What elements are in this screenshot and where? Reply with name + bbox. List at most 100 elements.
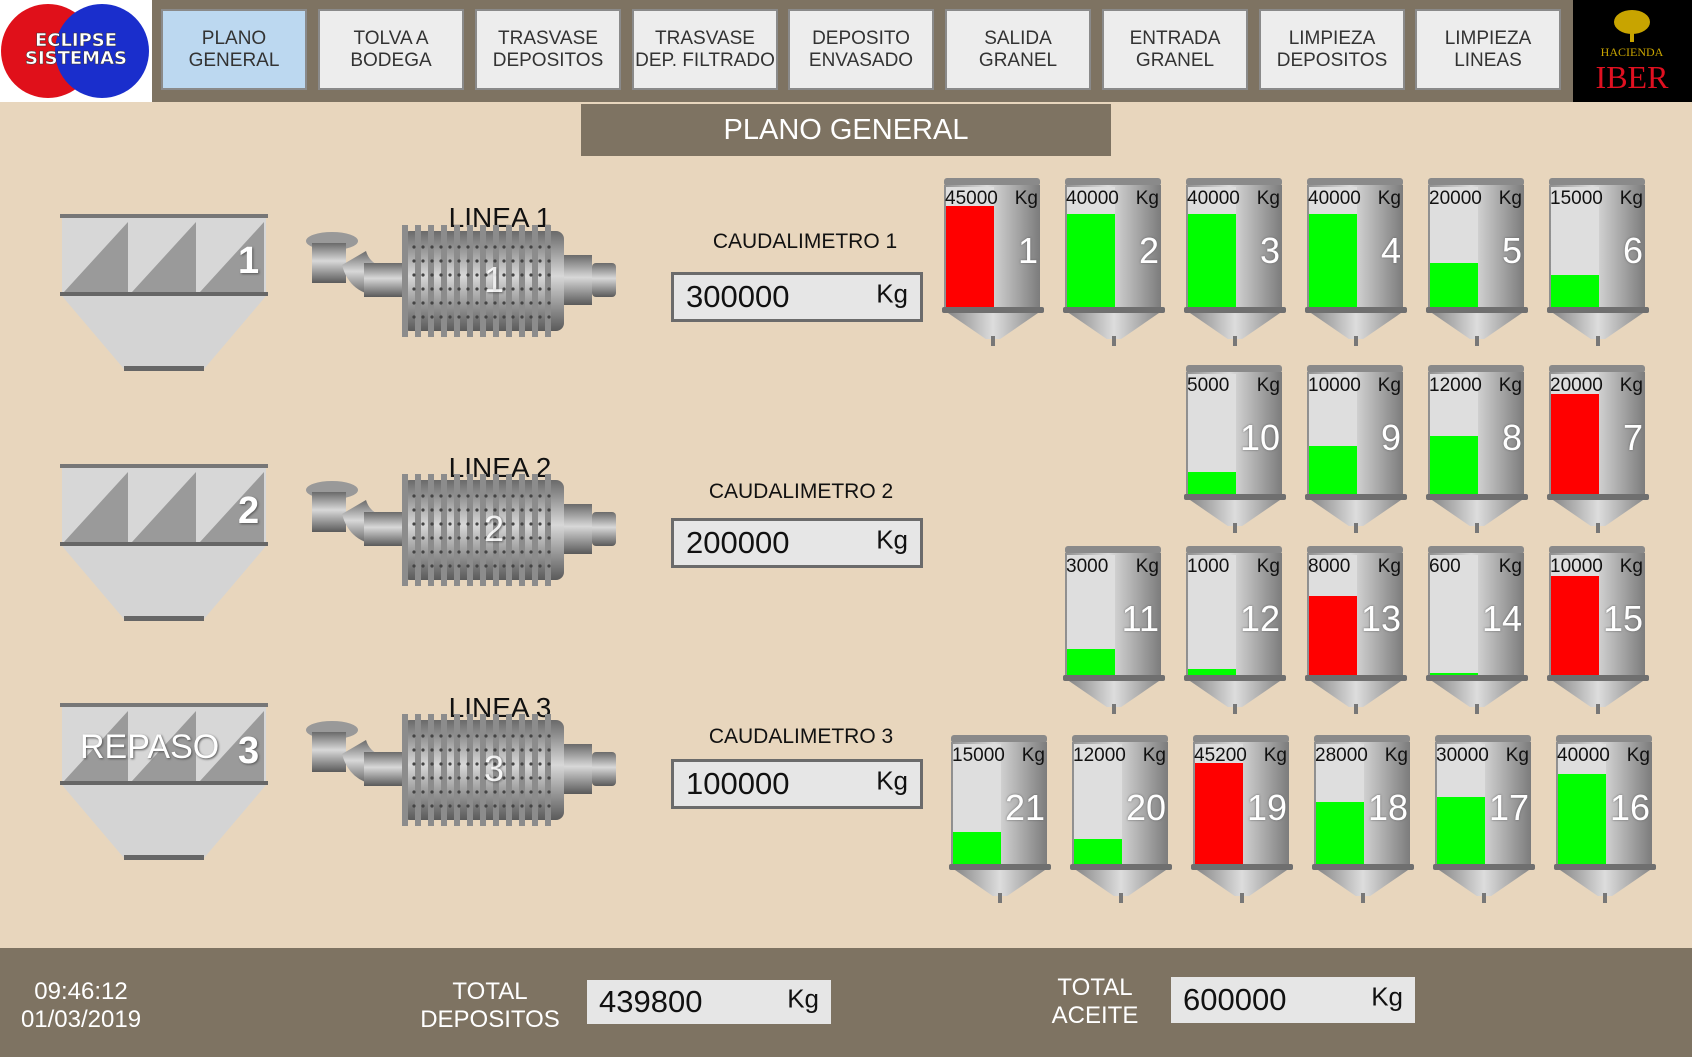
nav-tab-8[interactable]: LIMPIEZA DEPOSITOS [1259,9,1405,90]
nav-tab-4[interactable]: TRASVASE DEP. FILTRADO [632,9,778,90]
mill-number: 3 [484,748,505,789]
tank-number: 1 [1017,230,1038,271]
tank-leg [1119,893,1123,903]
tank-cap [1065,178,1161,186]
tank-leg [1596,336,1600,346]
mill-1[interactable] [302,213,632,343]
mill-2[interactable] [302,462,632,592]
tank-level-fill [1074,839,1122,868]
tank-leg [1233,704,1237,714]
tank-kg-value: 10000 [1308,375,1361,396]
tank-level-fill [1309,596,1357,679]
tank-band [1191,864,1293,870]
tank-leg [1603,893,1607,903]
tank-cap [1186,178,1282,186]
tank-kg-value: 40000 [1187,188,1240,209]
tank-number: 3 [1259,230,1280,271]
tank-leg [1596,704,1600,714]
tank-number: 19 [1246,787,1287,828]
brand-right-bottom: IBER [1596,59,1670,95]
tank-leg [1233,523,1237,533]
tank-leg [1112,704,1116,714]
tank-leg [991,336,995,346]
mill-3[interactable] [302,702,632,832]
tank-band [1547,675,1649,681]
nav-tab-6[interactable]: SALIDA GRANEL [945,9,1091,90]
tank-band [1426,307,1528,313]
nav-tab-9[interactable]: LIMPIEZA LINEAS [1415,9,1561,90]
tank-cap [1428,365,1524,373]
tank-cap [1435,735,1531,743]
flowmeter-label: CAUDALIMETRO 1 [712,230,898,253]
tank-band [1426,494,1528,500]
hopper-3[interactable] [58,703,270,868]
tank-number: 8 [1501,417,1522,458]
tank-leg [1233,336,1237,346]
total-aceite-unit: Kg [1371,981,1403,1012]
tank-level-fill [1067,649,1115,679]
tank-band [1433,864,1535,870]
tank-kg-unit: Kg [1021,745,1045,766]
tank-band [1184,675,1286,681]
tank-leg [1475,523,1479,533]
tank-3[interactable]: 40000 Kg 3 [1184,178,1288,348]
tank-kg-unit: Kg [1377,375,1401,396]
tank-kg-unit: Kg [1263,745,1287,766]
nav-tab-3[interactable]: TRASVASE DEPOSITOS [475,9,621,90]
tank-18[interactable]: 28000 Kg 18 [1312,735,1416,905]
hopper-1[interactable] [58,214,270,379]
tank-kg-unit: Kg [1626,745,1650,766]
nav-tab-5[interactable]: DEPOSITO ENVASADO [788,9,934,90]
tank-number: 5 [1501,230,1522,271]
tank-band [942,307,1044,313]
tank-number: 18 [1367,787,1408,828]
flowmeter-unit: Kg [876,524,908,555]
tank-kg-unit: Kg [1256,188,1280,209]
hopper-2[interactable] [58,464,270,629]
nav-tab-2[interactable]: TOLVA A BODEGA [318,9,464,90]
nav-tab-7[interactable]: ENTRADA GRANEL [1102,9,1248,90]
tank-level-fill [1195,763,1243,868]
tank-cap [1186,365,1282,373]
tank-kg-value: 28000 [1315,745,1368,766]
tank-band [1547,494,1649,500]
tank-kg-unit: Kg [1498,188,1522,209]
tank-kg-unit: Kg [1498,556,1522,577]
hopper-number: 1 [238,240,260,282]
tank-kg-value: 8000 [1308,556,1351,577]
tank-band [1305,494,1407,500]
flowmeter-label: CAUDALIMETRO 2 [708,480,894,503]
flowmeter-unit: Kg [876,278,908,309]
tank-leg [1361,893,1365,903]
hopper-label: REPASO [80,728,220,766]
tank-leg [1482,893,1486,903]
tank-number: 17 [1488,787,1529,828]
nav-tab-1[interactable]: PLANO GENERAL [161,9,307,90]
tank-kg-unit: Kg [1619,556,1643,577]
tank-leg [1354,336,1358,346]
tank-kg-unit: Kg [1384,745,1408,766]
tank-cap [1428,178,1524,186]
tank-kg-value: 45000 [945,188,998,209]
tank-level-fill [1067,214,1115,311]
